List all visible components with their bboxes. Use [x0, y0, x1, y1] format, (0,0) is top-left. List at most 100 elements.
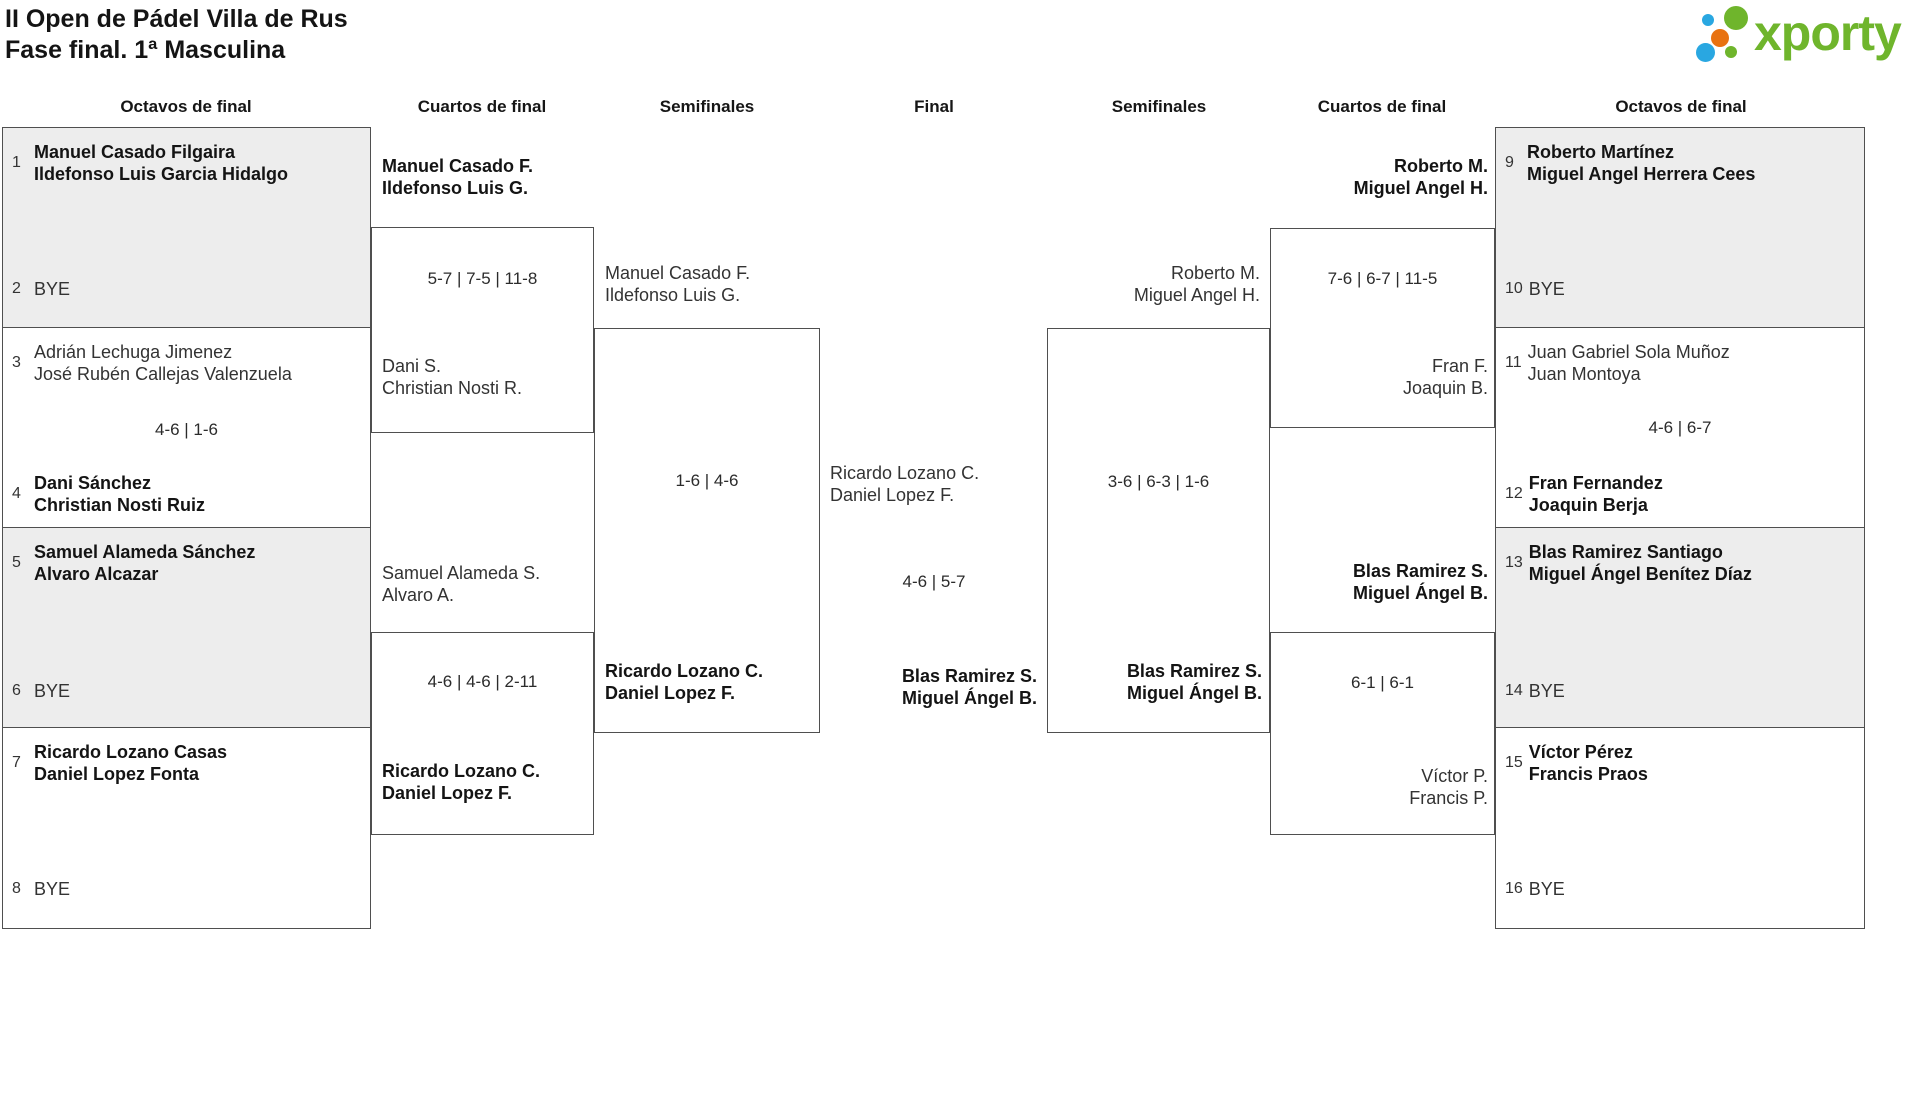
match-box-ro16-l4: 7 Ricardo Lozano Casas Daniel Lopez Font…	[2, 727, 371, 929]
match-score: 6-1 | 6-1	[1350, 673, 1414, 692]
seed-number: 1	[12, 154, 21, 171]
match-box-sf-left	[594, 328, 820, 733]
team-name: Samuel Alameda S. Alvaro A.	[382, 563, 541, 605]
round-header-cuartos-left: Cuartos de final	[417, 97, 547, 116]
seed-number: 8	[12, 880, 21, 897]
team-name: Ricardo Lozano Casas Daniel Lopez Fonta	[34, 742, 228, 784]
team-slot: 13 Blas Ramirez Santiago Miguel Ángel Be…	[1505, 541, 1858, 585]
team-name: Juan Gabriel Sola Muñoz Juan Montoya	[1527, 342, 1730, 384]
seed-number: 9	[1505, 154, 1514, 171]
team-slot: 14 BYE	[1505, 680, 1858, 702]
match-score: 7-6 | 6-7 | 11-5	[1327, 269, 1438, 288]
team-name: Manuel Casado F. Ildefonso Luis G.	[605, 263, 751, 305]
seed-number: 10	[1505, 280, 1523, 297]
round-header-cuartos-right: Cuartos de final	[1317, 97, 1447, 116]
team-name: Roberto M. Miguel Angel H.	[1353, 156, 1488, 198]
seed-number: 15	[1505, 754, 1523, 771]
team-slot: 4 Dani Sánchez Christian Nosti Ruiz	[12, 472, 364, 516]
team-name: Blas Ramirez S. Miguel Ángel B.	[1126, 661, 1262, 703]
seed-number: 6	[12, 682, 21, 699]
round-header-octavos-right: Octavos de final	[1615, 97, 1747, 116]
seed-number: 3	[12, 354, 21, 371]
match-box-qf-r1	[1270, 228, 1495, 428]
round-header-octavos-left: Octavos de final	[120, 97, 252, 116]
match-score: 4-6 | 5-7	[902, 572, 966, 591]
team-name: Blas Ramirez S. Miguel Ángel B.	[901, 666, 1037, 708]
team-slot: 7 Ricardo Lozano Casas Daniel Lopez Font…	[12, 741, 364, 785]
match-box-qf-l1	[371, 227, 594, 433]
team-name: Roberto Martínez Miguel Angel Herrera Ce…	[1527, 142, 1756, 184]
tournament-title: II Open de Pádel Villa de Rus	[5, 5, 348, 33]
phase-subtitle: Fase final. 1ª Masculina	[5, 36, 286, 64]
team-name: Víctor Pérez Francis Praos	[1528, 742, 1648, 784]
team-name: Fran Fernandez Joaquin Berja	[1528, 473, 1663, 515]
team-slot: 10 BYE	[1505, 278, 1858, 300]
match-box-ro16-r3: 13 Blas Ramirez Santiago Miguel Ángel Be…	[1495, 527, 1865, 729]
team-slot: 1 Manuel Casado Filgaira Ildefonso Luis …	[12, 141, 364, 185]
logo-wordmark: xporty	[1754, 5, 1902, 61]
team-slot: 2 BYE	[12, 278, 364, 300]
logo-dot-blue-large	[1696, 43, 1715, 62]
team-slot: 15 Víctor Pérez Francis Praos	[1505, 741, 1858, 785]
round-header-semis-right: Semifinales	[1111, 97, 1207, 116]
match-score: 4-6 | 1-6	[154, 420, 218, 439]
logo-dot-orange	[1711, 29, 1729, 47]
team-name: BYE	[34, 681, 71, 701]
team-name: BYE	[1528, 681, 1565, 701]
round-header-semis-left: Semifinales	[659, 97, 755, 116]
team-name: Ricardo Lozano C. Daniel Lopez F.	[830, 463, 980, 505]
match-box-qf-r2	[1270, 632, 1495, 835]
logo-dot-green-small	[1725, 46, 1737, 58]
team-slot: 9 Roberto Martínez Miguel Angel Herrera …	[1505, 141, 1858, 185]
team-name: Manuel Casado F. Ildefonso Luis G.	[382, 156, 534, 198]
team-name: Víctor P. Francis P.	[1409, 766, 1488, 808]
team-name: BYE	[34, 279, 71, 299]
match-score: 4-6 | 6-7	[1648, 418, 1712, 437]
logo-dot-blue-small	[1702, 14, 1714, 26]
match-box-ro16-l2: 3 Adrián Lechuga Jimenez José Rubén Call…	[2, 327, 371, 529]
match-box-ro16-r1: 9 Roberto Martínez Miguel Angel Herrera …	[1495, 127, 1865, 329]
match-box-ro16-r4: 15 Víctor Pérez Francis Praos 16 BYE	[1495, 727, 1865, 929]
seed-number: 13	[1505, 554, 1523, 571]
seed-number: 4	[12, 485, 21, 502]
team-name: Blas Ramirez S. Miguel Ángel B.	[1352, 561, 1488, 603]
team-name: Adrián Lechuga Jimenez José Rubén Callej…	[34, 342, 292, 384]
team-slot: 12 Fran Fernandez Joaquin Berja	[1505, 472, 1858, 516]
seed-number: 2	[12, 280, 21, 297]
team-slot: 6 BYE	[12, 680, 364, 702]
match-box-sf-right	[1047, 328, 1270, 733]
seed-number: 16	[1505, 880, 1523, 897]
match-score: 4-6 | 4-6 | 2-11	[427, 672, 538, 691]
team-name: BYE	[1528, 279, 1565, 299]
team-slot: 16 BYE	[1505, 878, 1858, 900]
match-box-ro16-l1: 1 Manuel Casado Filgaira Ildefonso Luis …	[2, 127, 371, 329]
match-score: 5-7 | 7-5 | 11-8	[427, 269, 538, 288]
seed-number: 7	[12, 754, 21, 771]
match-score: 1-6 | 4-6	[675, 471, 739, 490]
team-name: Dani Sánchez Christian Nosti Ruiz	[34, 473, 206, 515]
team-name: Samuel Alameda Sánchez Alvaro Alcazar	[34, 542, 256, 584]
logo-dot-green-large	[1724, 6, 1748, 30]
match-box-ro16-r2: 11 Juan Gabriel Sola Muñoz Juan Montoya …	[1495, 327, 1865, 529]
seed-number: 11	[1505, 354, 1522, 371]
team-name: BYE	[34, 879, 71, 899]
seed-number: 12	[1505, 485, 1523, 502]
team-slot: 3 Adrián Lechuga Jimenez José Rubén Call…	[12, 341, 364, 385]
seed-number: 5	[12, 554, 21, 571]
team-name: Fran F. Joaquin B.	[1402, 356, 1488, 398]
team-name: BYE	[1528, 879, 1565, 899]
team-slot: 5 Samuel Alameda Sánchez Alvaro Alcazar	[12, 541, 364, 585]
seed-number: 14	[1505, 682, 1523, 699]
match-box-ro16-l3: 5 Samuel Alameda Sánchez Alvaro Alcazar …	[2, 527, 371, 729]
match-box-qf-l2	[371, 632, 594, 835]
round-header-final: Final	[914, 97, 954, 116]
match-score: 3-6 | 6-3 | 1-6	[1107, 472, 1210, 491]
team-slot: 8 BYE	[12, 878, 364, 900]
team-name: Manuel Casado Filgaira Ildefonso Luis Ga…	[34, 142, 289, 184]
team-name: Blas Ramirez Santiago Miguel Ángel Benít…	[1528, 542, 1752, 584]
team-name: Dani S. Christian Nosti R.	[382, 356, 523, 398]
team-name: Ricardo Lozano C. Daniel Lopez F.	[382, 761, 541, 803]
team-slot: 11 Juan Gabriel Sola Muñoz Juan Montoya	[1505, 341, 1858, 385]
team-name: Ricardo Lozano C. Daniel Lopez F.	[605, 661, 764, 703]
